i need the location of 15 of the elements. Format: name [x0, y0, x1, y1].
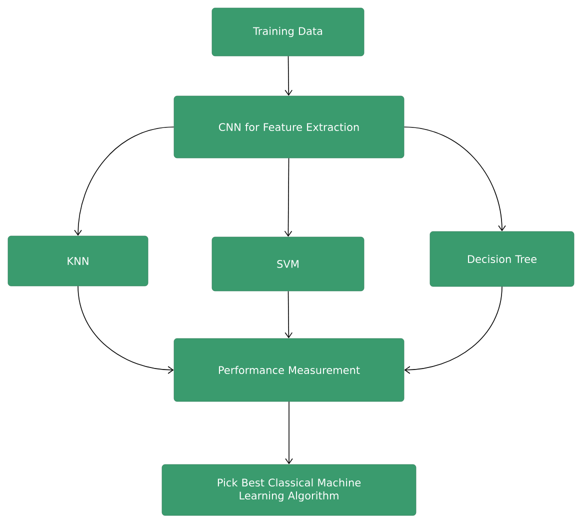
process-box: Training Data	[212, 8, 364, 56]
arrow	[284, 290, 293, 338]
arrow	[404, 286, 502, 374]
arrow	[285, 401, 293, 464]
process-box: KNN	[8, 236, 148, 286]
arrow	[404, 126, 506, 232]
process-box: Decision Tree	[430, 231, 574, 287]
arrow	[78, 286, 174, 374]
process-box: SVM	[212, 236, 364, 292]
arrow	[284, 56, 293, 96]
process-box: CNN for Feature Extraction	[174, 96, 404, 158]
arrow	[284, 158, 292, 237]
process-box: Performance Measurement	[174, 338, 404, 402]
arrow	[74, 126, 174, 236]
process-box: Pick Best Classical Machine Learning Algorithm	[162, 464, 416, 516]
